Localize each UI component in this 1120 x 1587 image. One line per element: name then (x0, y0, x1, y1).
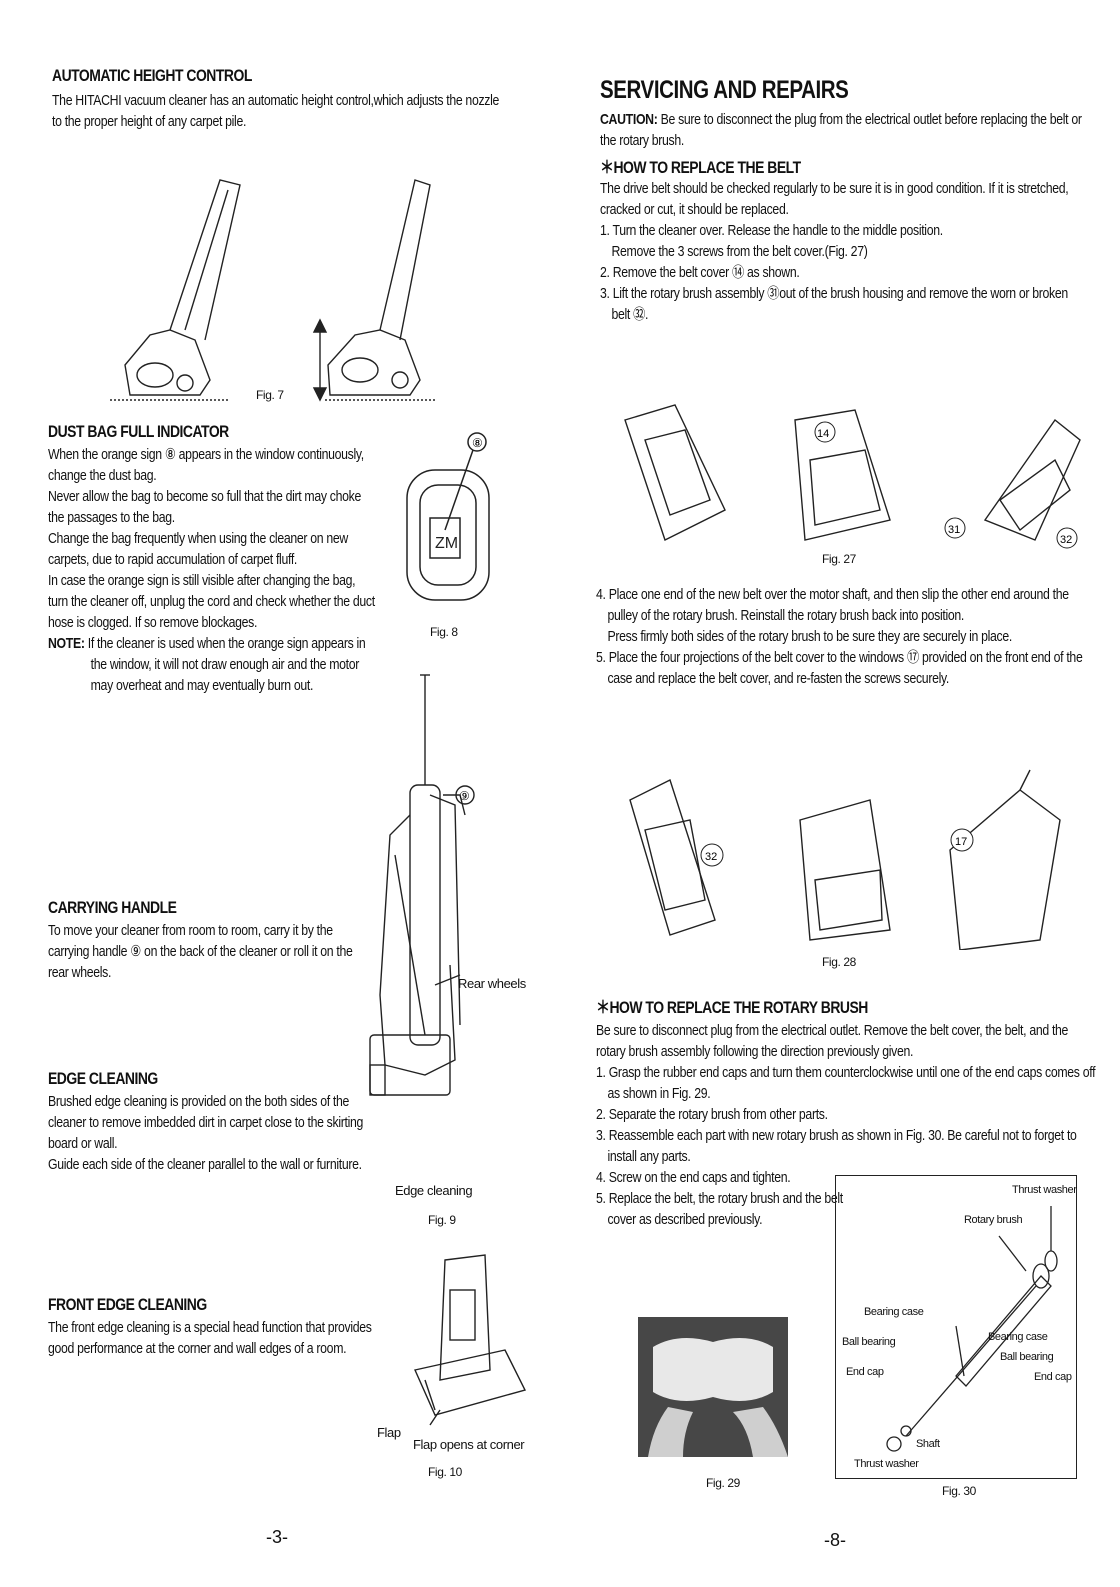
belt-step-2: 2. Remove the belt cover ⑭ as shown. (600, 264, 800, 281)
fig27-callout-14: 14 (817, 428, 829, 440)
left-page: AUTOMATIC HEIGHT CONTROL The HITACHI vac… (48, 66, 552, 1547)
fig8-caption: Fig. 8 (430, 625, 458, 639)
edge-cleaning-body-2: Guide each side of the cleaner parallel … (48, 1156, 362, 1173)
dust-bag-section: DUST BAG FULL INDICATOR When the orange … (48, 422, 378, 696)
dust-bag-body-1: When the orange sign ⑧ appears in the wi… (48, 446, 364, 484)
right-page-number: -8- (824, 1530, 846, 1550)
fig30-thrust-washer-top: Thrust washer (1012, 1184, 1077, 1196)
fig7-illustration (110, 179, 435, 402)
fig10-caption: Fig. 10 (428, 1465, 462, 1479)
fig27-caption: Fig. 27 (822, 552, 856, 566)
belt-step-1b: Remove the 3 screws from the belt cover.… (611, 243, 868, 260)
fig10-illustration (414, 1254, 527, 1426)
fig30-box: Thrust washer Rotary brush Bearing case … (835, 1175, 1077, 1479)
edge-cleaning-body-1: Brushed edge cleaning is provided on the… (48, 1093, 364, 1152)
brush-step-2: 2. Separate the rotary brush from other … (596, 1106, 828, 1123)
belt-step-4: 4. Place one end of the new belt over th… (596, 586, 1069, 624)
caution-label: CAUTION: (600, 111, 658, 128)
flap-label: Flap (377, 1425, 401, 1440)
brush-step-4: 4. Screw on the end caps and tighten. (596, 1169, 791, 1186)
servicing-title: SERVICING AND REPAIRS (600, 76, 849, 104)
fig30-ball-bearing-left: Ball bearing (842, 1336, 896, 1348)
fig30-illustration (886, 1206, 1058, 1452)
fig7-caption: Fig. 7 (256, 388, 284, 402)
fig8-illustration: ZM ⑧ (406, 432, 490, 601)
note-text: If the cleaner is used when the orange s… (87, 635, 366, 694)
fig30-shaft: Shaft (916, 1438, 940, 1450)
caution: CAUTION: Be sure to disconnect the plug … (600, 109, 1084, 151)
left-page-number: -3- (266, 1527, 288, 1547)
belt-title: ＊HOW TO REPLACE THE BELT (600, 158, 801, 177)
carrying-handle-section: CARRYING HANDLE To move your cleaner fro… (48, 898, 368, 983)
dust-bag-title: DUST BAG FULL INDICATOR (48, 422, 229, 441)
fig8-callout: ⑧ (472, 436, 483, 450)
rear-wheels-label: Rear wheels (458, 976, 526, 991)
fig30-ball-bearing-right: Ball bearing (1000, 1351, 1054, 1363)
edge-cleaning-title: EDGE CLEANING (48, 1069, 158, 1088)
fig30-rotary-brush: Rotary brush (964, 1214, 1023, 1226)
fig30-bearing-case-right: Bearing case (988, 1331, 1048, 1343)
carrying-handle-body: To move your cleaner from room to room, … (48, 922, 353, 981)
belt-step-5: 5. Place the four projections of the bel… (596, 649, 1083, 687)
dust-bag-body-2: Never allow the bag to become so full th… (48, 488, 361, 526)
fig28-illustration: 32 17 (629, 769, 1061, 950)
rotary-brush-intro: Be sure to disconnect plug from the elec… (596, 1022, 1069, 1060)
edge-cleaning-label: Edge cleaning (395, 1183, 473, 1198)
front-edge-section: FRONT EDGE CLEANING The front edge clean… (48, 1295, 372, 1359)
fig27-illustration: 14 31 32 (624, 404, 1081, 549)
fig29-photo (638, 1317, 788, 1457)
fig30-end-cap-left: End cap (846, 1366, 884, 1378)
fig28-callout-32: 32 (705, 851, 717, 863)
svg-text:ZM: ZM (435, 535, 458, 552)
brush-step-1: 1. Grasp the rubber end caps and turn th… (596, 1064, 1096, 1102)
flap-opens-label: Flap opens at corner (413, 1437, 525, 1452)
dust-bag-note: NOTE: If the cleaner is used when the or… (48, 633, 376, 696)
fig30-end-cap-right: End cap (1034, 1371, 1072, 1383)
belt-steps-continued: 4. Place one end of the new belt over th… (596, 584, 1096, 689)
right-page: SERVICING AND REPAIRS CAUTION: Be sure t… (560, 0, 1120, 1587)
brush-step-3: 3. Reassemble each part with new rotary … (596, 1127, 1077, 1165)
fig30-bearing-case-left: Bearing case (864, 1306, 924, 1318)
fig30-thrust-washer-bottom: Thrust washer (854, 1458, 919, 1470)
fig9-callout: ⑨ (459, 789, 470, 803)
fig9-caption: Fig. 9 (428, 1213, 456, 1227)
fig28-callout-17: 17 (955, 836, 967, 848)
belt-intro: The drive belt should be checked regular… (600, 180, 1069, 218)
brush-step-5: 5. Replace the belt, the rotary brush an… (596, 1190, 843, 1228)
fig29-caption: Fig. 29 (706, 1476, 740, 1490)
carrying-handle-title: CARRYING HANDLE (48, 898, 177, 917)
fig27-callout-32: 32 (1060, 534, 1072, 546)
front-edge-title: FRONT EDGE CLEANING (48, 1295, 207, 1314)
auto-height-section: AUTOMATIC HEIGHT CONTROL The HITACHI vac… (52, 66, 552, 132)
rotary-brush-title: ＊HOW TO REPLACE THE ROTARY BRUSH (596, 998, 868, 1017)
belt-step-1: 1. Turn the cleaner over. Release the ha… (600, 222, 943, 239)
belt-step-3: 3. Lift the rotary brush assembly ㉛out o… (600, 285, 1068, 323)
fig27-callout-31: 31 (948, 524, 960, 536)
auto-height-body: The HITACHI vacuum cleaner has an automa… (52, 92, 500, 130)
fig9-illustration: ⑨ (369, 674, 475, 1096)
rotary-brush-section: ＊HOW TO REPLACE THE ROTARY BRUSH Be sure… (596, 993, 1096, 1230)
fig30-caption: Fig. 30 (942, 1484, 976, 1498)
dust-bag-body-3: Change the bag frequently when using the… (48, 530, 348, 568)
front-edge-body: The front edge cleaning is a special hea… (48, 1319, 372, 1357)
edge-cleaning-section: EDGE CLEANING Brushed edge cleaning is p… (48, 1069, 368, 1175)
dust-bag-body-4: In case the orange sign is still visible… (48, 572, 375, 631)
auto-height-title: AUTOMATIC HEIGHT CONTROL (52, 66, 252, 85)
fig28-caption: Fig. 28 (822, 955, 856, 969)
caution-text: Be sure to disconnect the plug from the … (600, 111, 1082, 149)
servicing-section: SERVICING AND REPAIRS CAUTION: Be sure t… (600, 76, 1100, 325)
belt-step-4b: Press firmly both sides of the rotary br… (607, 628, 1012, 645)
note-label: NOTE: (48, 635, 85, 652)
